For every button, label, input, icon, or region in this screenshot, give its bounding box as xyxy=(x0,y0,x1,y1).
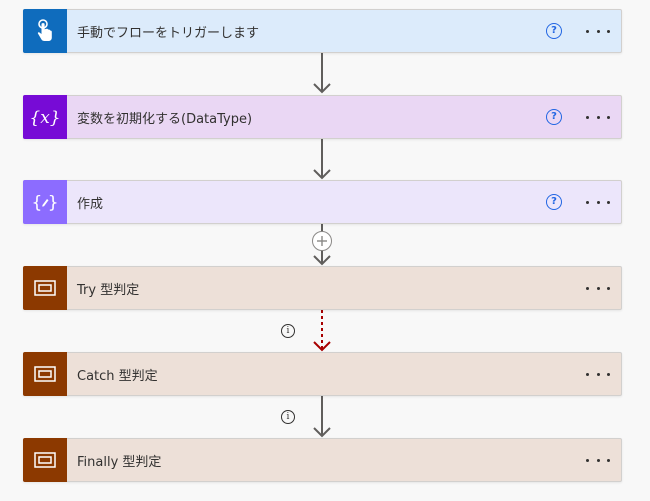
trigger-card[interactable]: 手動でフローをトリガーします ? xyxy=(23,9,622,53)
help-icon[interactable]: ? xyxy=(546,194,562,210)
scope-icon xyxy=(23,352,67,396)
compose-icon: { } xyxy=(23,180,67,224)
finally-scope-card[interactable]: Finally 型判定 xyxy=(23,438,622,482)
plus-icon xyxy=(317,236,327,246)
run-after-failed-connector xyxy=(313,310,331,352)
initialize-variable-title: 変数を初期化する(DataType) xyxy=(77,111,253,127)
insert-step-button[interactable] xyxy=(312,231,332,251)
scope-icon xyxy=(23,266,67,310)
scope-icon xyxy=(23,438,67,482)
more-options-button[interactable] xyxy=(586,366,610,382)
compose-card[interactable]: { } 作成 ? xyxy=(23,180,622,224)
run-after-info-icon[interactable]: i xyxy=(281,410,295,424)
initialize-variable-card[interactable]: {𝑥} 変数を初期化する(DataType) ? xyxy=(23,95,622,139)
run-after-info-icon[interactable]: i xyxy=(281,324,295,338)
catch-scope-card[interactable]: Catch 型判定 xyxy=(23,352,622,396)
more-options-button[interactable] xyxy=(586,23,610,39)
finally-scope-title: Finally 型判定 xyxy=(77,454,162,470)
connector-arrow xyxy=(313,53,331,94)
more-options-button[interactable] xyxy=(586,280,610,296)
more-options-button[interactable] xyxy=(586,452,610,468)
help-icon[interactable]: ? xyxy=(546,109,562,125)
try-scope-title: Try 型判定 xyxy=(77,282,140,298)
help-icon[interactable]: ? xyxy=(546,23,562,39)
touch-hand-icon xyxy=(23,9,67,53)
more-options-button[interactable] xyxy=(586,109,610,125)
connector-arrow xyxy=(313,139,331,180)
more-options-button[interactable] xyxy=(586,194,610,210)
compose-title: 作成 xyxy=(77,196,104,212)
variable-icon: {𝑥} xyxy=(23,95,67,139)
svg-text:{𝑥}: {𝑥} xyxy=(29,108,60,128)
trigger-title: 手動でフローをトリガーします xyxy=(77,25,260,41)
connector-arrow xyxy=(313,396,331,438)
catch-scope-title: Catch 型判定 xyxy=(77,368,158,384)
try-scope-card[interactable]: Try 型判定 xyxy=(23,266,622,310)
